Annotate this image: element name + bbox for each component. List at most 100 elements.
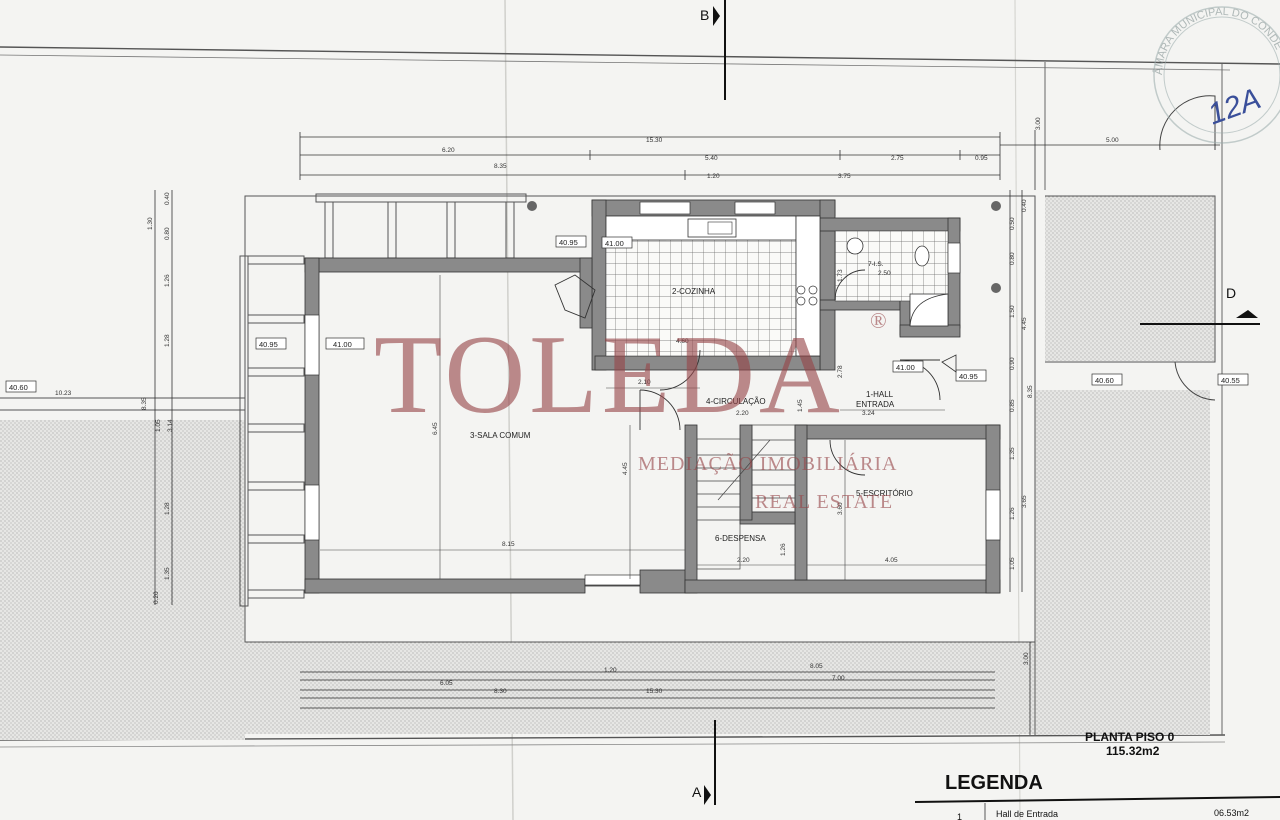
windows bbox=[304, 201, 1001, 586]
level-tag-hall: 41.00 bbox=[896, 363, 915, 372]
bottom-dimension-chains bbox=[300, 671, 995, 709]
dim-top-a3: 2.75 bbox=[891, 155, 904, 162]
section-marker-d: D bbox=[1226, 285, 1236, 301]
dim-left-9: 1.28 bbox=[164, 502, 171, 515]
column bbox=[991, 201, 1001, 211]
legend-row-name: Hall de Entrada bbox=[996, 809, 1058, 819]
level-tag-pergola: 40.95 bbox=[259, 340, 278, 349]
shower-tray bbox=[909, 293, 949, 327]
dim-right-11: 1.26 bbox=[1009, 507, 1016, 520]
legend-row-number: 1 bbox=[957, 812, 962, 820]
level-tag-left-ground: 40.60 bbox=[9, 383, 28, 392]
watermark-line2: REAL ESTATE bbox=[755, 491, 893, 513]
room-label-bathroom: 7-I.S. bbox=[868, 261, 884, 268]
dim-right-7: 0.85 bbox=[1009, 399, 1016, 412]
ground-area-right-top bbox=[1045, 196, 1215, 361]
room-label-circulation: 4-CIRCULAÇÃO bbox=[706, 397, 766, 406]
interior-dimension-lines bbox=[320, 275, 986, 580]
dim-right-4: 1.50 bbox=[1009, 305, 1016, 318]
entrance-arrow bbox=[941, 354, 957, 373]
dim-pantry-height: 1.26 bbox=[780, 543, 787, 556]
dim-right-12: 1.05 bbox=[1009, 557, 1016, 570]
dim-top-right-len: 5.00 bbox=[1106, 137, 1119, 144]
dim-living-height-2: 4.45 bbox=[622, 462, 629, 475]
room-label-living: 3-SALA COMUM bbox=[470, 431, 531, 440]
dim-bottom-b1: 8.30 bbox=[494, 688, 507, 695]
dim-right-6: 4.45 bbox=[1021, 317, 1028, 330]
dim-top-a4: 0.95 bbox=[975, 155, 988, 162]
room-label-hall-line2: ENTRADA bbox=[856, 400, 895, 409]
dim-kitchen-width: 4.60 bbox=[676, 338, 689, 345]
dim-circulation-width: 2.20 bbox=[736, 410, 749, 417]
lot-outline bbox=[244, 195, 1036, 643]
column bbox=[527, 201, 537, 211]
dim-hall-width: 3.24 bbox=[862, 410, 875, 417]
site-line bbox=[0, 397, 245, 411]
dim-bottom-a1: 6.05 bbox=[440, 680, 453, 687]
dim-right-2: 0.50 bbox=[1009, 217, 1016, 230]
dim-left-6: 8.35 bbox=[141, 397, 148, 410]
plan-title-area: 115.32m2 bbox=[1106, 744, 1160, 758]
dim-left-10: 1.35 bbox=[164, 567, 171, 580]
legend-row-area: 06.53m2 bbox=[1214, 808, 1249, 818]
level-tag-terrace: 40.95 bbox=[559, 238, 578, 247]
dim-left-3: 0.80 bbox=[164, 227, 171, 240]
dim-left-7: 1.05 bbox=[155, 419, 162, 432]
dim-top-right-gap: 3.00 bbox=[1035, 117, 1042, 130]
dim-left-11: 0.20 bbox=[153, 591, 160, 604]
dim-living-height: 6.45 bbox=[432, 422, 439, 435]
gate-swing bbox=[1174, 361, 1216, 401]
watermark-brand: TOLEDA bbox=[374, 313, 844, 437]
room-label-hall-line1: 1-HALL bbox=[866, 390, 894, 399]
walls bbox=[304, 199, 1001, 594]
dim-left-4: 1.26 bbox=[164, 274, 171, 287]
dim-bottom-a2: 1.20 bbox=[604, 667, 617, 674]
top-dimension-chains bbox=[299, 132, 1220, 180]
level-tag-right-ground-2: 40.55 bbox=[1221, 376, 1240, 385]
dim-left-1: 1.30 bbox=[147, 217, 154, 230]
shower-curve bbox=[909, 293, 949, 327]
dim-living-width: 8.15 bbox=[502, 541, 515, 548]
column bbox=[991, 283, 1001, 293]
staircase bbox=[696, 424, 796, 570]
plot-border bbox=[0, 741, 1226, 748]
ground-area-right bbox=[1035, 390, 1210, 735]
dim-left-5: 1.28 bbox=[164, 334, 171, 347]
plan-title-name: PLANTA PISO 0 bbox=[1085, 730, 1175, 744]
section-marker-b: B bbox=[700, 7, 709, 23]
gate-swing bbox=[1159, 95, 1216, 151]
dim-top-a1: 6.20 bbox=[442, 147, 455, 154]
section-arrow-b bbox=[713, 6, 720, 26]
legend-divider bbox=[914, 796, 1280, 803]
dim-bottom-right-gap: 3.00 bbox=[1023, 652, 1030, 665]
dim-left-8: 3.14 bbox=[167, 419, 174, 432]
watermark-line1: MEDIAÇÃO IMOBILIÁRIA bbox=[638, 451, 897, 475]
legend-title: LEGENDA bbox=[945, 772, 1043, 794]
room-label-office: 5-ESCRITÓRIO bbox=[856, 489, 913, 498]
door-swings bbox=[554, 269, 941, 476]
dim-bath-height: 1.73 bbox=[837, 269, 844, 282]
dim-office-width: 4.05 bbox=[885, 557, 898, 564]
level-tag-right-ground: 40.60 bbox=[1095, 376, 1114, 385]
level-tag-living: 41.00 bbox=[333, 340, 352, 349]
ground-area-bottom bbox=[245, 642, 1035, 734]
level-tags bbox=[5, 235, 1249, 393]
dim-office-height: 3.60 bbox=[837, 502, 844, 515]
watermark: TOLEDA ® MEDIAÇÃO IMOBILIÁRIA REAL ESTAT… bbox=[374, 308, 897, 513]
kitchen-floor bbox=[605, 239, 797, 357]
room-label-kitchen: 2-COZINHA bbox=[672, 287, 716, 296]
plot-border bbox=[0, 46, 1280, 65]
right-dimension-chains bbox=[1009, 130, 1036, 735]
watermark-registered: ® bbox=[870, 308, 887, 333]
dim-left-mid: 10.23 bbox=[55, 390, 72, 397]
sink-bowl bbox=[707, 221, 733, 235]
level-tag-kitchen: 41.00 bbox=[605, 239, 624, 248]
dim-bath-width: 2.50 bbox=[878, 270, 891, 277]
dim-left-2: 0.40 bbox=[164, 192, 171, 205]
dim-pantry-width: 2.20 bbox=[737, 557, 750, 564]
driveway-edge bbox=[1045, 195, 1216, 363]
level-tag-entrance: 40.95 bbox=[959, 372, 978, 381]
dim-right-9: 1.35 bbox=[1009, 447, 1016, 460]
dim-circulation-width2: 2.10 bbox=[638, 379, 651, 386]
